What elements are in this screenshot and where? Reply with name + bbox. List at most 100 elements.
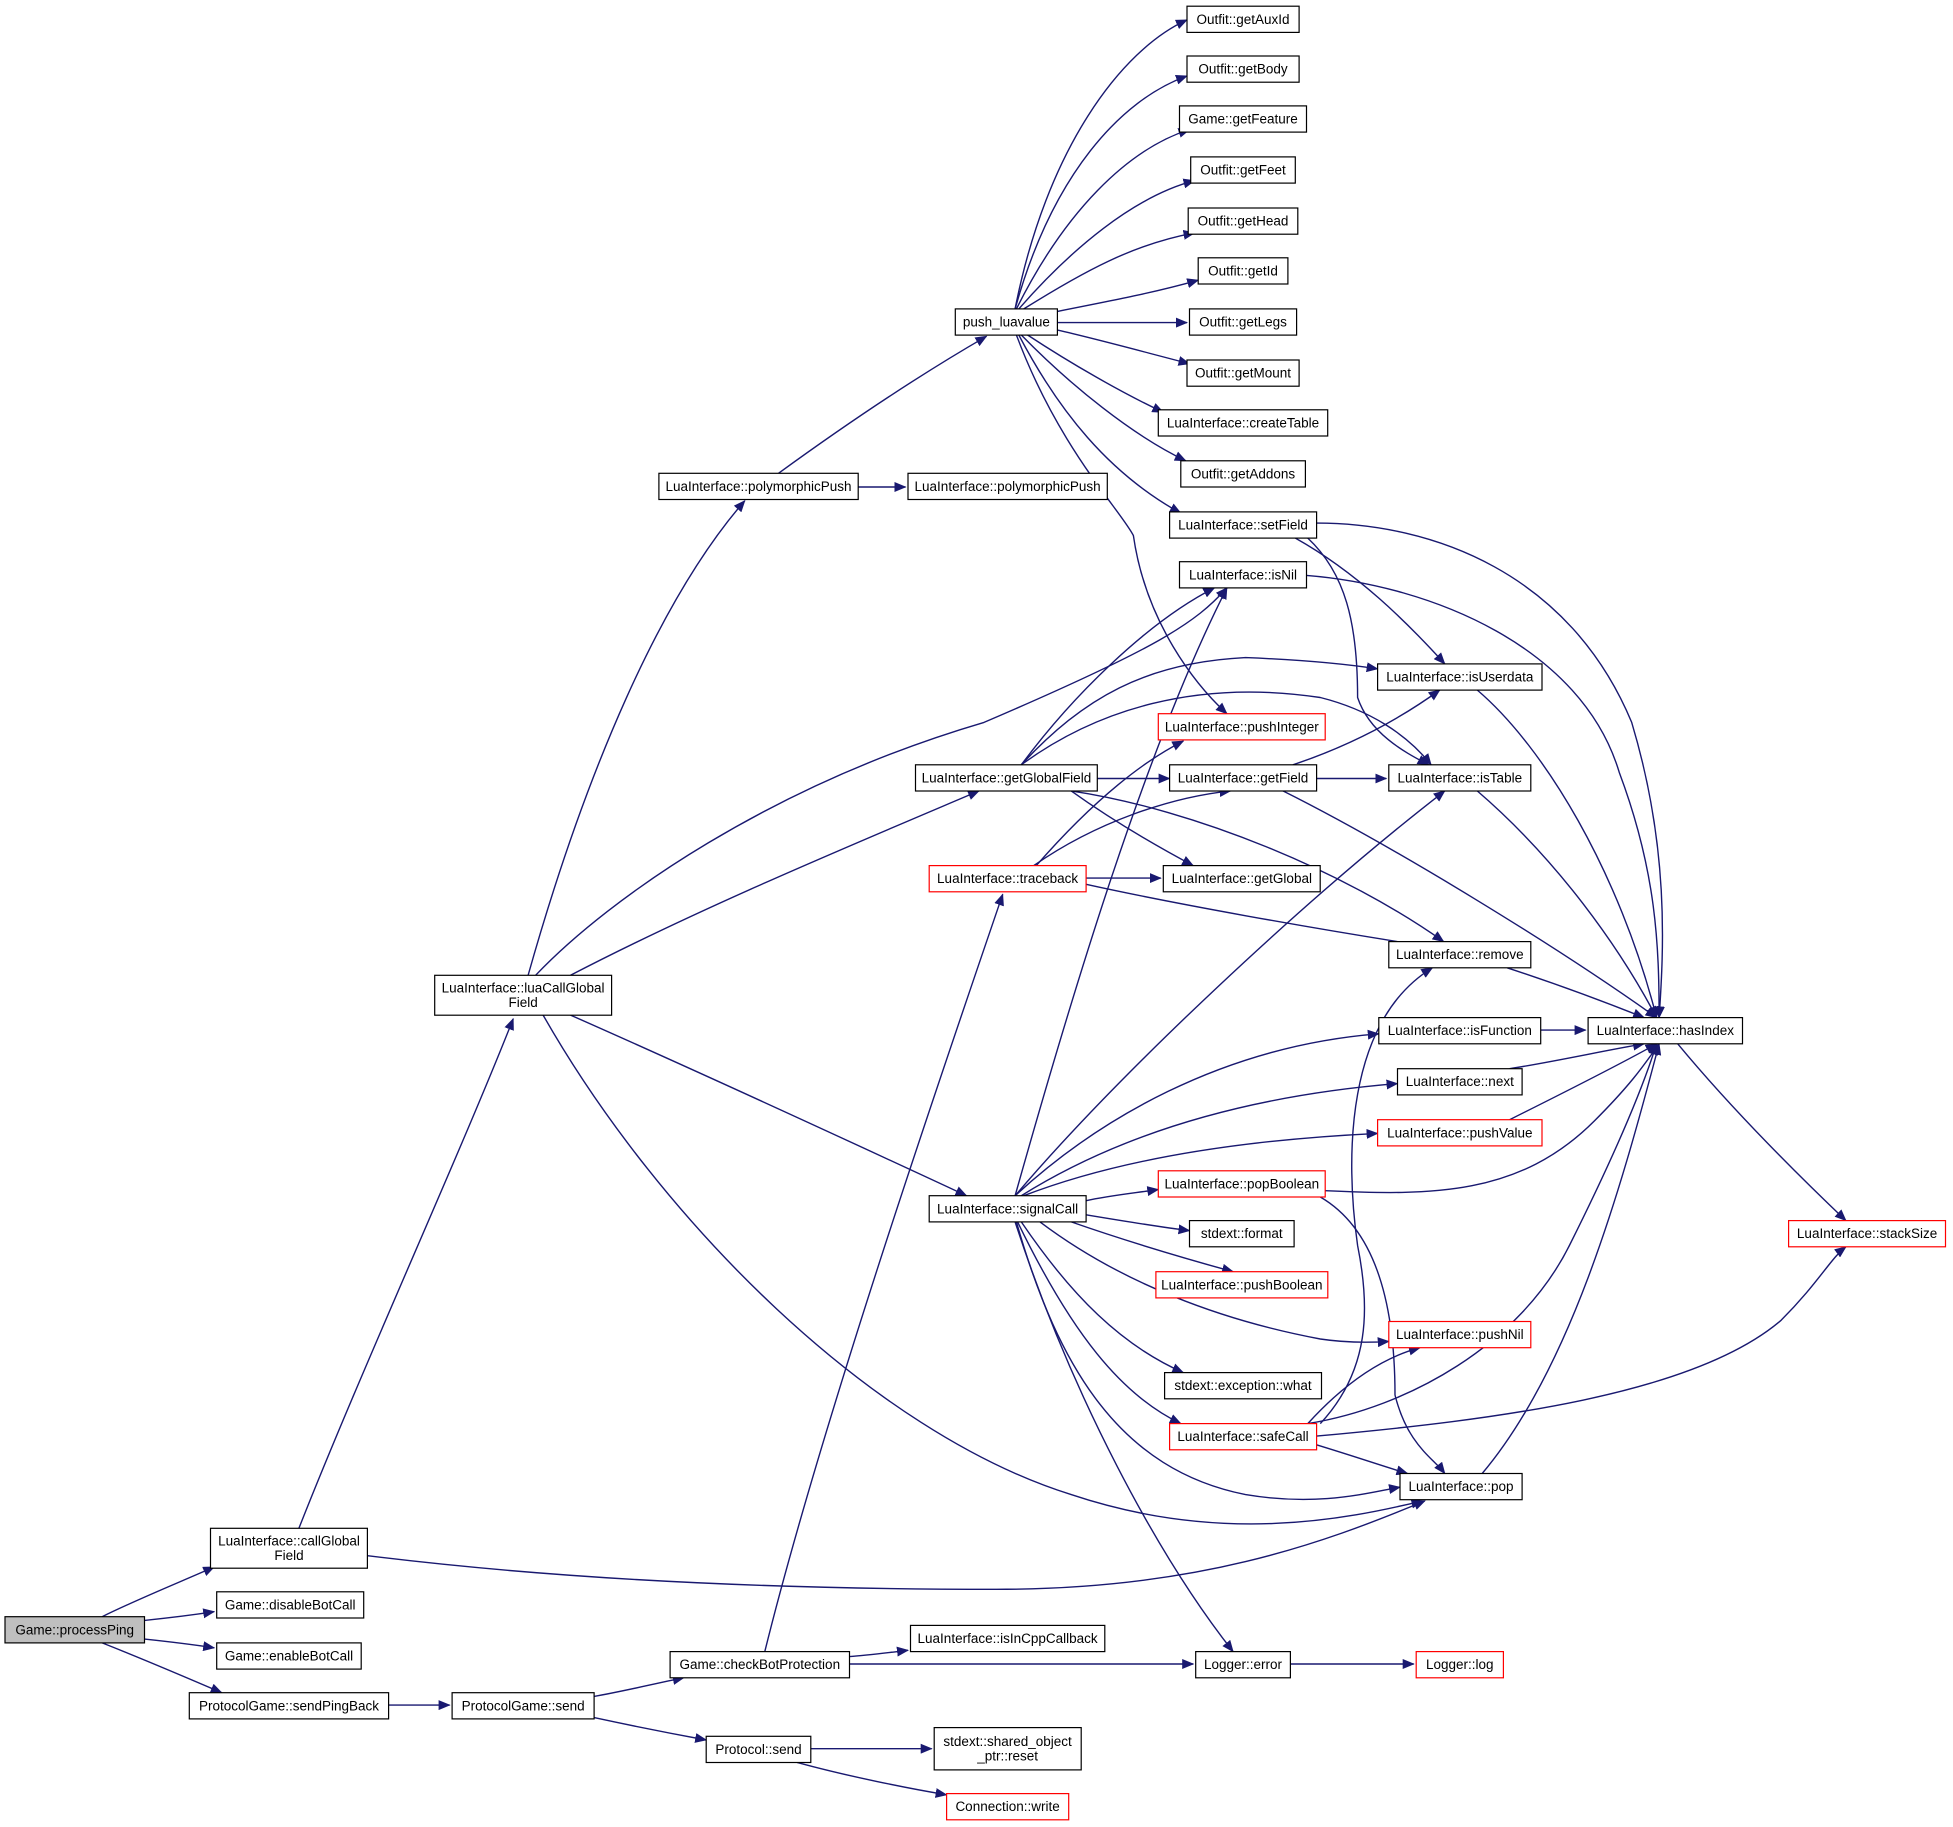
edge-pushLuavalue-getMount	[1057, 329, 1191, 366]
edge-safeCall-hasIndex	[1307, 1042, 1659, 1425]
node-stackSize[interactable]: LuaInterface::stackSize	[1787, 1219, 1947, 1248]
node-label: LuaInterface::popBoolean	[1164, 1176, 1319, 1191]
node-connWrite[interactable]: Connection::write	[945, 1792, 1070, 1821]
node-processPing[interactable]: Game::processPing	[4, 1616, 146, 1644]
node-box	[1787, 1219, 1947, 1248]
node-loggerLog[interactable]: Logger::log	[1415, 1650, 1504, 1679]
edge-pushLuavalue-getHead	[1023, 229, 1196, 310]
node-box	[1388, 1320, 1532, 1349]
node-box	[1178, 105, 1308, 133]
node-box	[434, 974, 613, 1016]
edge-signalCall-pushBoolean	[1070, 1221, 1235, 1274]
node-safeCall[interactable]: LuaInterface::safeCall	[1168, 1422, 1318, 1451]
node-box	[914, 764, 1098, 792]
node-pushBoolean[interactable]: LuaInterface::pushBoolean	[1155, 1271, 1329, 1299]
node-getHead[interactable]: Outfit::getHead	[1187, 207, 1299, 235]
node-polymorphicPush2[interactable]: LuaInterface::polymorphicPush	[907, 472, 1108, 501]
node-disableBotCall[interactable]: Game::disableBotCall	[216, 1591, 365, 1619]
node-box	[1187, 207, 1299, 235]
node-box	[1188, 308, 1298, 336]
node-protocolSend[interactable]: Protocol::send	[705, 1735, 812, 1764]
node-pushLuavalue[interactable]: push_luavalue	[954, 308, 1058, 336]
node-label: LuaInterface::stackSize	[1797, 1226, 1937, 1241]
node-box	[669, 1650, 851, 1679]
edge-pushLuavalue-getFeature	[1015, 128, 1191, 310]
node-pushValue[interactable]: LuaInterface::pushValue	[1376, 1119, 1543, 1147]
node-getAddons[interactable]: Outfit::getAddons	[1180, 460, 1307, 488]
node-isTable[interactable]: LuaInterface::isTable	[1388, 764, 1532, 792]
node-sendPingBack[interactable]: ProtocolGame::sendPingBack	[188, 1692, 390, 1720]
edge-pushLuavalue-setField	[1018, 334, 1182, 514]
edge-signalCall-popBoolean	[1085, 1186, 1160, 1202]
edge-getField-hasIndex	[1282, 790, 1658, 1019]
node-pushNil[interactable]: LuaInterface::pushNil	[1388, 1320, 1532, 1349]
node-createTable[interactable]: LuaInterface::createTable	[1157, 409, 1329, 437]
node-getGlobal[interactable]: LuaInterface::getGlobal	[1162, 864, 1321, 893]
node-enableBotCall[interactable]: Game::enableBotCall	[216, 1642, 362, 1670]
node-getBody[interactable]: Outfit::getBody	[1186, 55, 1300, 83]
node-box	[1587, 1016, 1744, 1045]
node-label: Outfit::getMount	[1195, 366, 1291, 381]
node-isFunction[interactable]: LuaInterface::isFunction	[1378, 1016, 1542, 1045]
node-pop[interactable]: LuaInterface::pop	[1399, 1472, 1523, 1501]
node-getFeet[interactable]: Outfit::getFeet	[1190, 156, 1296, 184]
node-getAuxId[interactable]: Outfit::getAuxId	[1186, 5, 1300, 34]
node-remove[interactable]: LuaInterface::remove	[1388, 940, 1532, 969]
node-next[interactable]: LuaInterface::next	[1396, 1068, 1523, 1096]
node-box	[451, 1692, 595, 1720]
node-label: LuaInterface::next	[1406, 1074, 1514, 1089]
edge-isNil-hasIndex	[1306, 574, 1665, 1019]
node-polymorphicPush1[interactable]: LuaInterface::polymorphicPush	[658, 472, 859, 501]
node-sharedReset[interactable]: stdext::shared_object_ptr::reset	[933, 1726, 1082, 1771]
node-getLegs[interactable]: Outfit::getLegs	[1188, 308, 1298, 336]
node-label: Protocol::send	[715, 1742, 801, 1757]
node-box	[1186, 55, 1300, 83]
node-loggerError[interactable]: Logger::error	[1195, 1650, 1291, 1679]
node-label: Logger::log	[1426, 1657, 1494, 1672]
node-isInCppCallback[interactable]: LuaInterface::isInCppCallback	[909, 1624, 1106, 1653]
node-getId[interactable]: Outfit::getId	[1197, 257, 1289, 285]
node-checkBotProtection[interactable]: Game::checkBotProtection	[669, 1650, 851, 1679]
edge-signalCall-pushValue	[1023, 1128, 1379, 1197]
node-label: Game::checkBotProtection	[680, 1657, 841, 1672]
node-pushInteger[interactable]: LuaInterface::pushInteger	[1157, 713, 1326, 741]
edge-pushLuavalue-getAuxId	[1014, 19, 1188, 310]
node-box	[1376, 663, 1543, 691]
node-box	[1186, 5, 1300, 34]
node-getField[interactable]: LuaInterface::getField	[1168, 764, 1318, 792]
node-isUserdata[interactable]: LuaInterface::isUserdata	[1376, 663, 1543, 691]
node-getGlobalField[interactable]: LuaInterface::getGlobalField	[914, 764, 1098, 792]
node-popBoolean[interactable]: LuaInterface::popBoolean	[1157, 1170, 1326, 1198]
node-box	[909, 1624, 1106, 1653]
node-label: Outfit::getId	[1208, 263, 1278, 278]
edges-layer	[101, 19, 1847, 1798]
edge-signalCall-isNil	[1014, 587, 1228, 1196]
edge-isTable-hasIndex	[1476, 790, 1658, 1019]
node-pgSend[interactable]: ProtocolGame::send	[451, 1692, 595, 1720]
node-label: LuaInterface::pushNil	[1396, 1327, 1524, 1342]
node-label: Outfit::getAddons	[1191, 466, 1296, 481]
node-traceback[interactable]: LuaInterface::traceback	[928, 864, 1087, 893]
edge-next-hasIndex	[1509, 1040, 1646, 1070]
node-getFeature[interactable]: Game::getFeature	[1178, 105, 1308, 133]
node-box	[1195, 1650, 1291, 1679]
node-label: stdext::exception::what	[1174, 1378, 1312, 1393]
node-label: LuaInterface::callGlobal	[218, 1534, 360, 1549]
node-box	[907, 472, 1108, 501]
node-box	[1388, 764, 1532, 792]
edge-traceback-remove	[1085, 883, 1446, 953]
edge-pushLuavalue-createTable	[1027, 334, 1165, 413]
node-hasIndex[interactable]: LuaInterface::hasIndex	[1587, 1016, 1744, 1045]
node-isNil[interactable]: LuaInterface::isNil	[1178, 561, 1308, 589]
edge-safeCall-remove	[1319, 967, 1434, 1425]
node-exceptionWhat[interactable]: stdext::exception::what	[1163, 1371, 1323, 1400]
node-label: LuaInterface::traceback	[937, 871, 1078, 886]
node-setField[interactable]: LuaInterface::setField	[1168, 511, 1318, 539]
node-format[interactable]: stdext::format	[1188, 1219, 1295, 1248]
edge-setField-isUserdata	[1295, 537, 1446, 665]
node-signalCall[interactable]: LuaInterface::signalCall	[928, 1195, 1087, 1223]
node-getMount[interactable]: Outfit::getMount	[1186, 359, 1300, 387]
